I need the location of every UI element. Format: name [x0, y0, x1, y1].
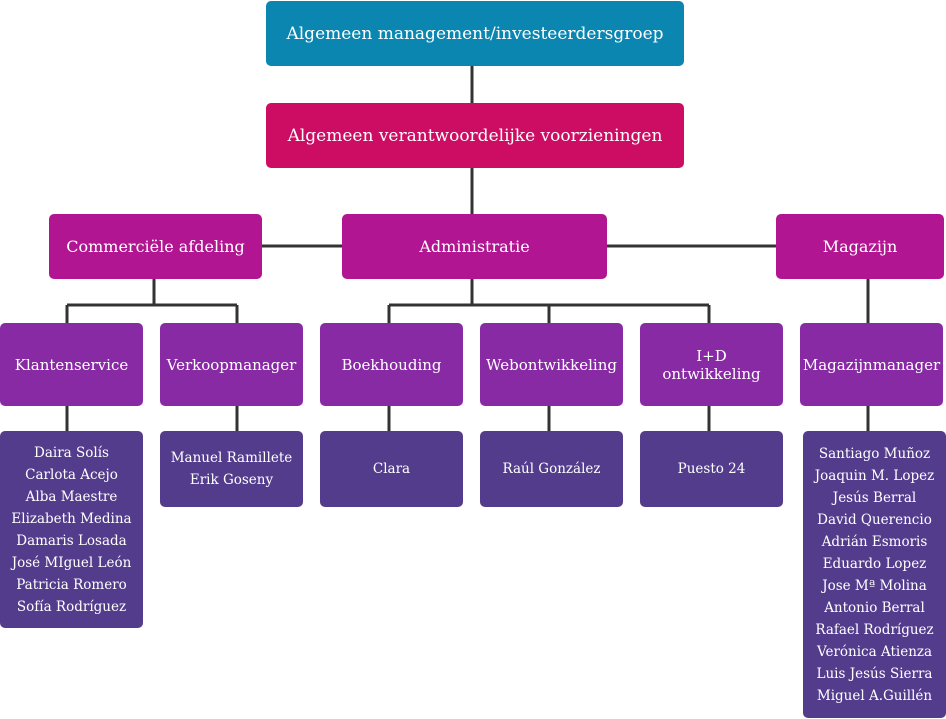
member-name: Sofía Rodríguez [16, 598, 127, 615]
member-name: Santiago Muñoz [818, 445, 931, 462]
members-boekhouding: Clara [320, 431, 463, 507]
node-top-management: Algemeen management/investeerdersgroep [266, 1, 684, 66]
members-id-ontwikkeling: Puesto 24 [640, 431, 783, 507]
members-magazijnmanager: Santiago Muñoz Joaquin M. Lopez Jesús Be… [803, 431, 946, 718]
node-magazijnmanager-label: Magazijnmanager [802, 355, 941, 374]
member-name: Daira Solís [34, 444, 109, 461]
node-id-ontwikkeling-label-line1: I+D [696, 346, 727, 365]
member-name: David Querencio [817, 511, 932, 528]
member-name: Clara [372, 461, 411, 477]
member-name: Verónica Atienza [816, 643, 933, 660]
member-name: Patricia Romero [16, 576, 127, 593]
node-warehouse-label: Magazijn [822, 237, 898, 256]
members-webontwikkeling: Raúl González [480, 431, 623, 507]
member-name: Antonio Berral [824, 599, 925, 616]
node-webontwikkeling: Webontwikkeling [480, 323, 623, 406]
node-commercial-department-label: Commerciële afdeling [66, 237, 245, 256]
member-name: Adrián Esmoris [821, 533, 928, 550]
node-general-facilities: Algemeen verantwoordelijke voorzieningen [266, 103, 684, 168]
node-boekhouding: Boekhouding [320, 323, 463, 406]
node-verkoopmanager-label: Verkoopmanager [166, 355, 297, 374]
member-name: Manuel Ramillete [170, 450, 293, 466]
member-name: Eduardo Lopez [822, 555, 927, 572]
node-warehouse: Magazijn [776, 214, 944, 279]
node-webontwikkeling-label: Webontwikkeling [486, 355, 617, 374]
member-name: Jesús Berral [832, 489, 917, 506]
member-name: Erik Goseny [189, 472, 274, 488]
member-name: Rafael Rodríguez [815, 621, 934, 638]
node-administration-label: Administratie [419, 237, 530, 256]
member-name: Miguel A.Guillén [816, 687, 933, 704]
node-administration: Administratie [342, 214, 607, 279]
node-id-ontwikkeling: I+D ontwikkeling [640, 323, 783, 406]
node-general-facilities-label: Algemeen verantwoordelijke voorzieningen [287, 125, 663, 146]
node-verkoopmanager: Verkoopmanager [160, 323, 303, 406]
members-verkoopmanager: Manuel Ramillete Erik Goseny [160, 431, 303, 507]
node-top-management-label: Algemeen management/investeerdersgroep [286, 23, 664, 44]
node-commercial-department: Commerciële afdeling [49, 214, 262, 279]
member-name: Damaris Losada [16, 532, 127, 549]
node-klantenservice: Klantenservice [0, 323, 143, 406]
node-klantenservice-label: Klantenservice [14, 355, 129, 374]
member-name: Luis Jesús Sierra [816, 665, 933, 682]
member-name: Alba Maestre [25, 488, 118, 505]
node-id-ontwikkeling-label-line2: ontwikkeling [662, 364, 761, 383]
member-name: Carlota Acejo [25, 466, 118, 483]
member-name: Raúl González [502, 461, 601, 477]
member-name: Jose Mª Molina [822, 577, 927, 594]
node-magazijnmanager: Magazijnmanager [800, 323, 943, 406]
member-name: Puesto 24 [677, 461, 746, 477]
member-name: Joaquin M. Lopez [814, 467, 935, 484]
members-klantenservice: Daira Solís Carlota Acejo Alba Maestre E… [0, 431, 143, 628]
member-name: Elizabeth Medina [11, 510, 132, 527]
node-boekhouding-label: Boekhouding [341, 355, 442, 374]
member-name: José MIguel León [11, 554, 132, 571]
